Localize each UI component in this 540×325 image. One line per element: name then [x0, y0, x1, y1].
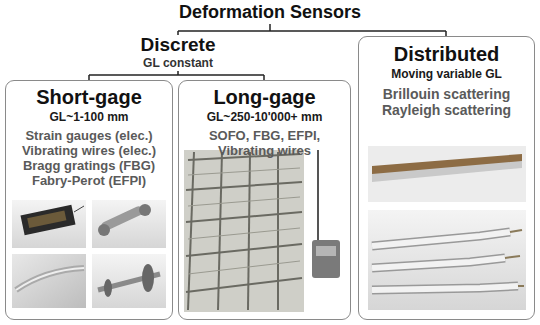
sensor-type: Fabry-Perot (EFPI) [11, 174, 167, 189]
sensor-type: SOFO, FBG, EFPI, Vibrating wires [184, 129, 345, 159]
distributed-photos [368, 146, 526, 310]
box-heading: Distributed [365, 43, 528, 66]
sensor-group-box: Long-gageGL~250-10'000+ mm SOFO, FBG, EFP… [178, 80, 351, 320]
gage-length: Moving variable GL [365, 68, 528, 82]
gage-length: GL~1-100 mm [11, 111, 167, 125]
box-heading: Long-gage [184, 86, 345, 109]
branch-note: GL constant [98, 57, 258, 70]
sensor-type: Bragg gratings (FBG) [11, 159, 167, 174]
sensor-type: Strain gauges (elec.) [11, 129, 167, 144]
method-name: Rayleigh scattering [365, 102, 528, 118]
box-heading: Short-gage [11, 86, 167, 109]
gage-length: GL~250-10'000+ mm [184, 111, 345, 125]
long-gage-photos [184, 150, 340, 312]
diagram-title: Deformation Sensors [0, 2, 540, 23]
sensor-type: Vibrating wires (elec.) [11, 144, 167, 159]
sensor-group-box: Short-gageGL~1-100 mm Strain gauges (elec… [5, 80, 173, 320]
branch-heading: Discrete [98, 35, 258, 56]
sensor-group-box: DistributedMoving variable GL Brillouin s… [358, 36, 535, 320]
short-gage-photos [12, 200, 166, 308]
method-name: Brillouin scattering [365, 86, 528, 102]
